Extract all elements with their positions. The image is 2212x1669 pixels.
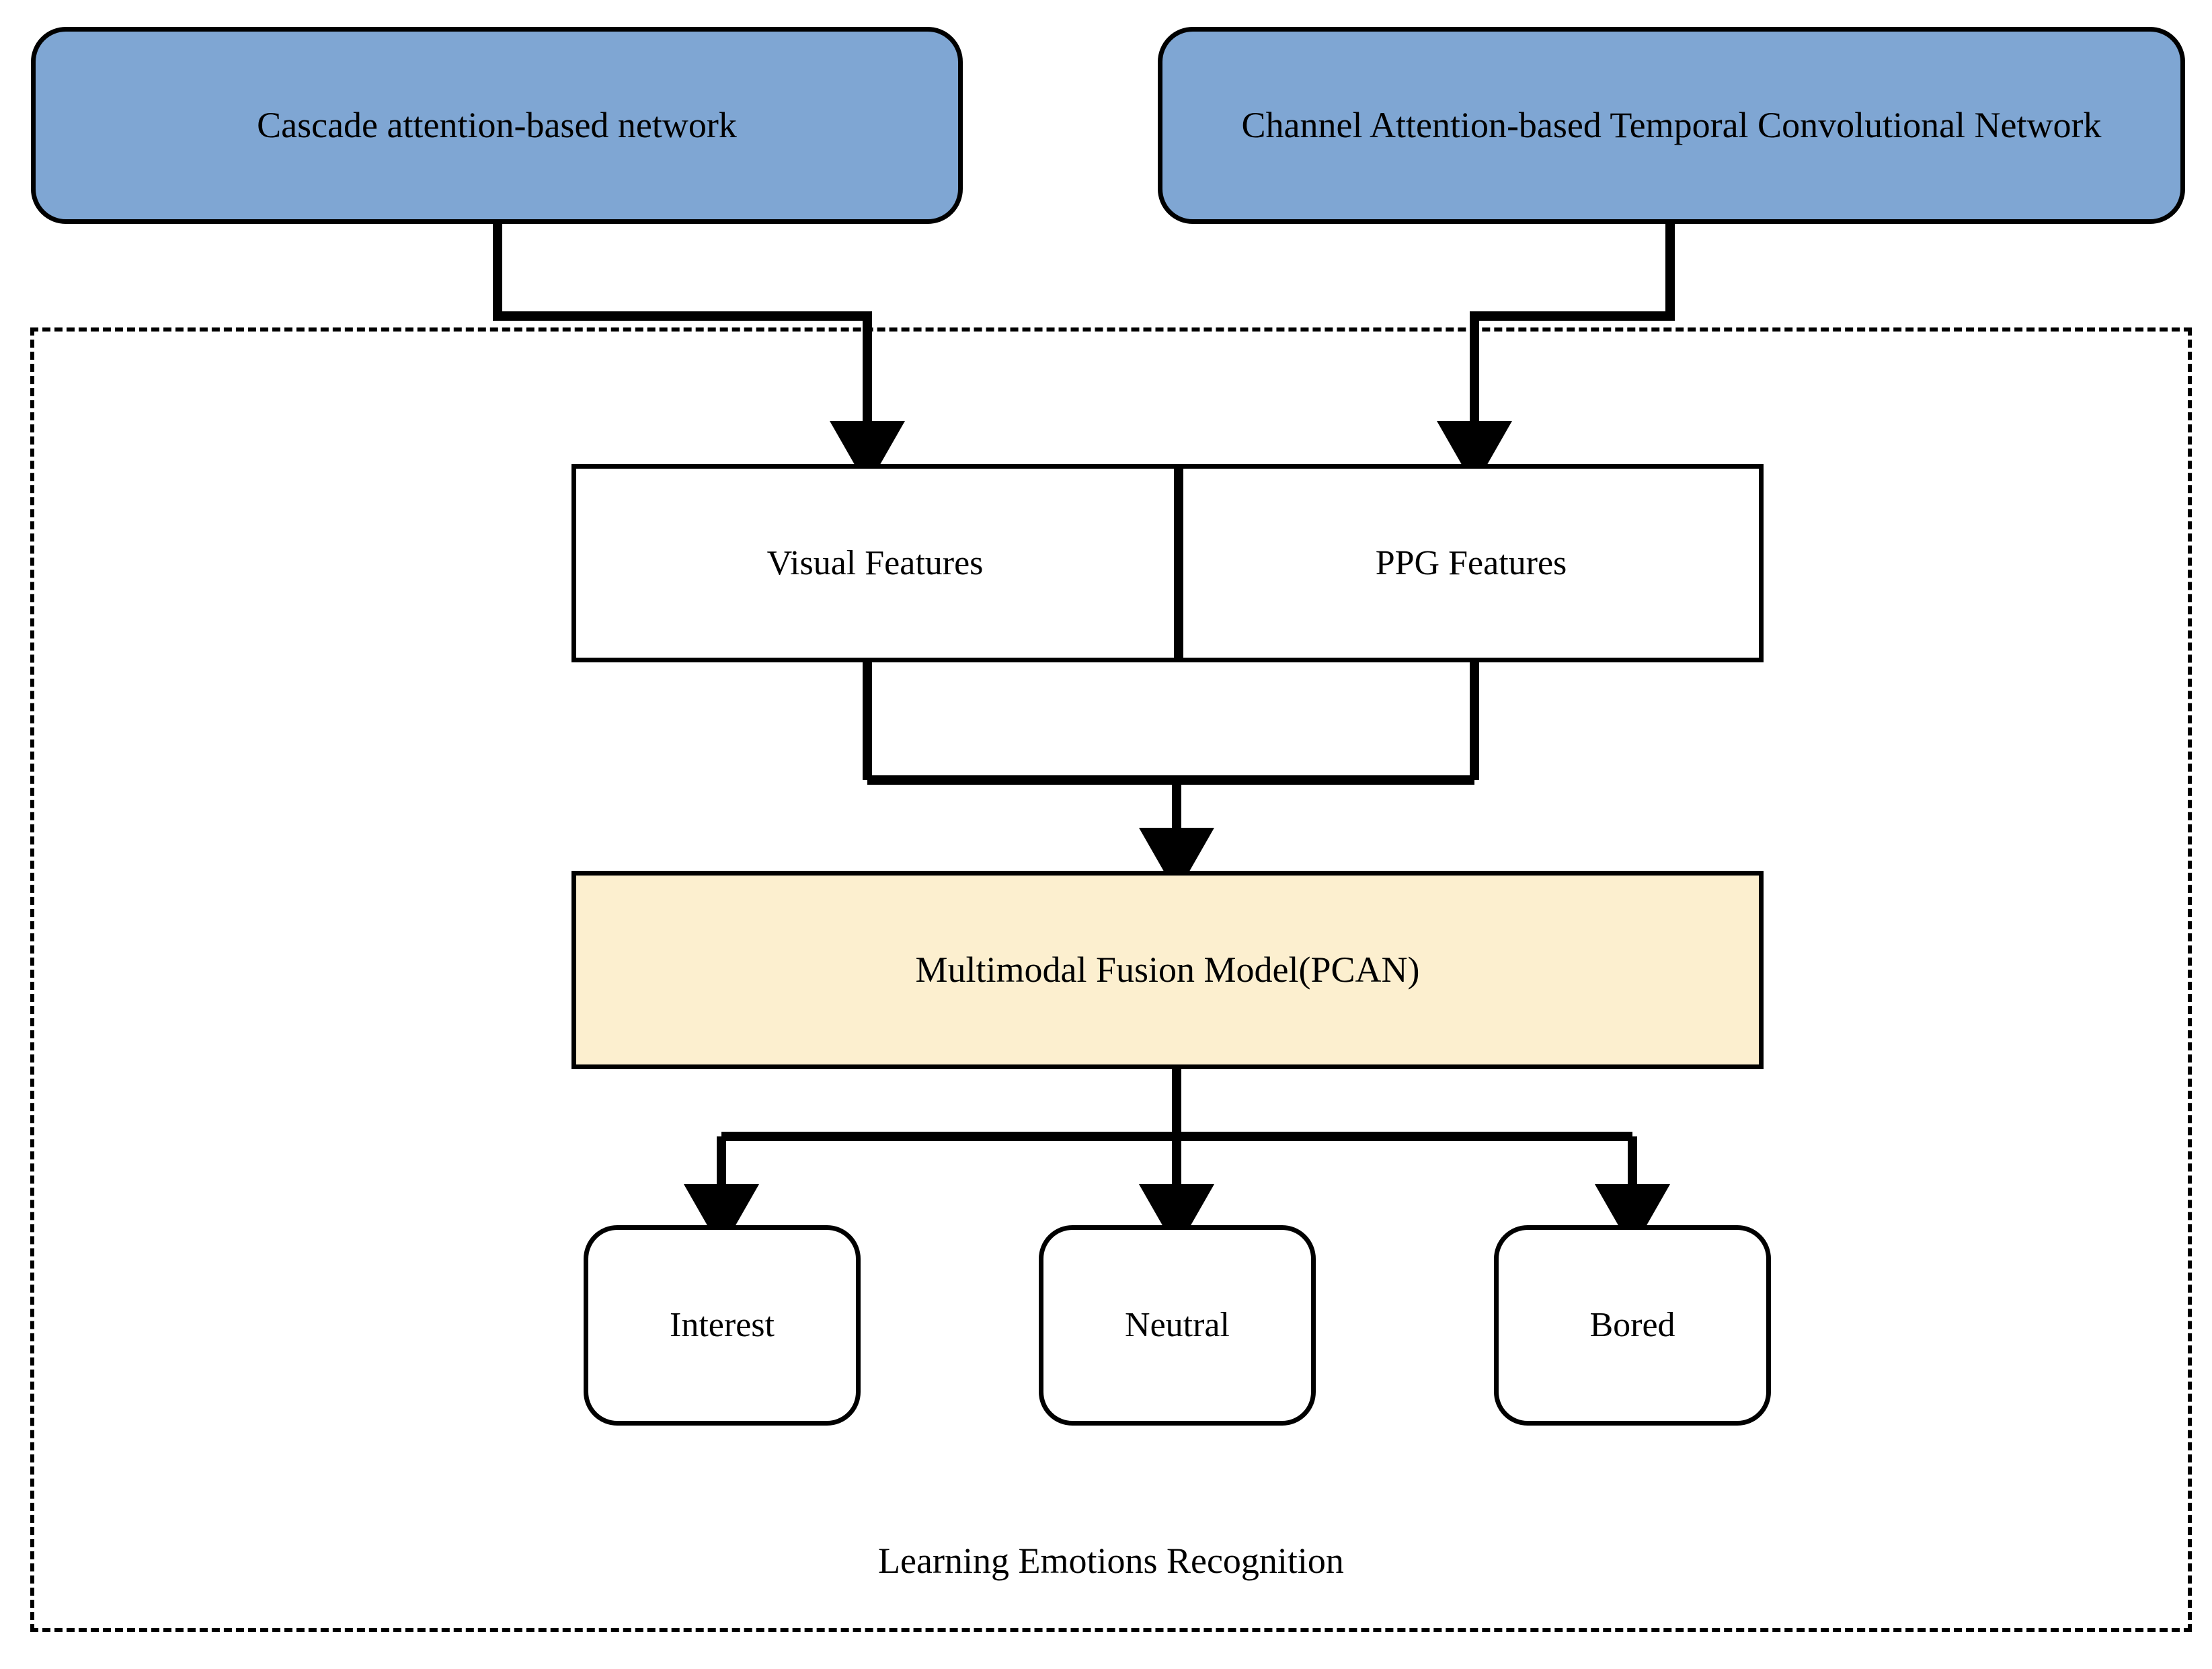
- node-emotion-bored[interactable]: Bored: [1494, 1225, 1771, 1426]
- node-cascade-attention-based-network[interactable]: Cascade attention-based network: [31, 27, 963, 224]
- node-label: Neutral: [1125, 1306, 1230, 1345]
- container-caption: Learning Emotions Recognition: [878, 1541, 1344, 1581]
- node-visual-features[interactable]: Visual Features: [571, 464, 1179, 662]
- node-label: Cascade attention-based network: [257, 104, 737, 145]
- node-label: Channel Attention-based Temporal Convolu…: [1241, 104, 2102, 145]
- learning-emotions-recognition-container: [30, 327, 2192, 1632]
- node-ppg-features[interactable]: PPG Features: [1179, 464, 1764, 662]
- node-label: Interest: [670, 1306, 775, 1345]
- node-label: Bored: [1589, 1306, 1675, 1345]
- node-channel-attention-based-temporal-convolutional-network[interactable]: Channel Attention-based Temporal Convolu…: [1158, 27, 2185, 224]
- node-emotion-neutral[interactable]: Neutral: [1039, 1225, 1316, 1426]
- node-label: Visual Features: [766, 543, 984, 582]
- node-label: Multimodal Fusion Model(PCAN): [915, 949, 1420, 990]
- node-emotion-interest[interactable]: Interest: [584, 1225, 861, 1426]
- node-label: PPG Features: [1375, 543, 1567, 582]
- node-multimodal-fusion-model-pcan[interactable]: Multimodal Fusion Model(PCAN): [571, 871, 1764, 1069]
